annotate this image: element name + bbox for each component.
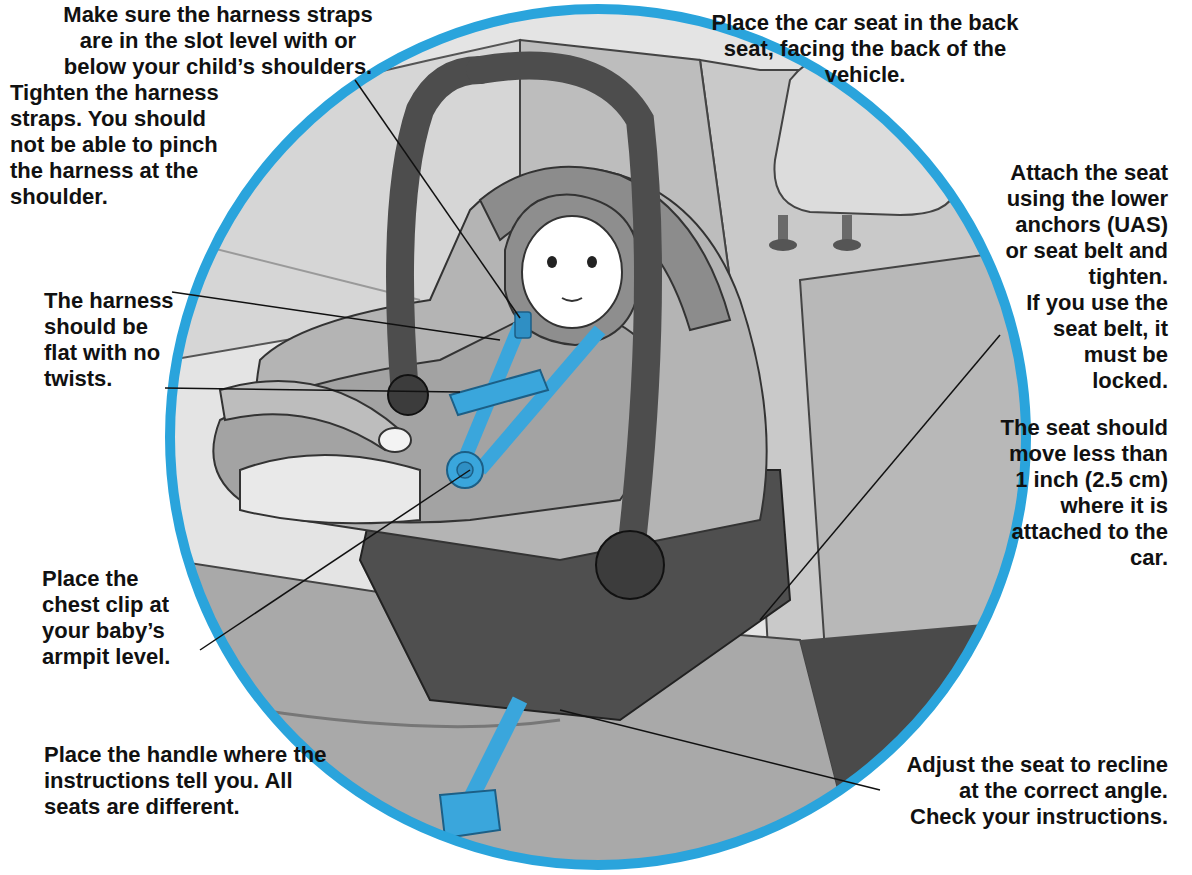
callout-text: Place the chest clip at your baby’s armp… <box>42 566 192 670</box>
handle-hub <box>388 375 428 415</box>
callout-text: The harness should be flat with no twist… <box>44 288 179 392</box>
leader-line <box>355 80 520 318</box>
callout-text: Attach the seat using the lower anchors … <box>1003 160 1168 290</box>
callout-text: Make sure the harness straps are in the … <box>48 2 388 80</box>
leader-line <box>560 710 880 790</box>
headrest-post-base <box>769 239 797 251</box>
callout-text: If you use the seat belt, it must be loc… <box>1018 290 1168 394</box>
harness-slot <box>515 312 531 338</box>
baby-face <box>522 216 622 328</box>
chest-clip <box>450 370 548 415</box>
baby-eye <box>587 256 597 268</box>
callout-text: Tighten the harness straps. You should n… <box>10 80 225 210</box>
leader-line <box>200 470 470 650</box>
leader-line <box>760 335 1000 620</box>
buckle-button <box>457 462 473 478</box>
baby-hood <box>505 195 640 345</box>
callout-text: Place the car seat in the back seat, fac… <box>700 10 1030 88</box>
leader-line <box>172 292 500 340</box>
baby-hand <box>379 428 411 452</box>
callout-text: Adjust the seat to recline at the correc… <box>903 752 1168 830</box>
carry-handle <box>400 70 480 395</box>
baby-eye <box>547 256 557 268</box>
baby-snowsuit <box>213 313 656 522</box>
vehicle-belt <box>470 700 520 800</box>
handle-hub <box>596 531 664 599</box>
baby-legs <box>240 455 420 523</box>
callout-text: Place the handle where the instructions … <box>44 742 334 820</box>
callout-text: The seat should move less than 1 inch (2… <box>993 415 1168 571</box>
headrest-post-base <box>833 239 861 251</box>
leader-line <box>165 388 460 392</box>
baby-mouth <box>562 298 582 301</box>
floor <box>800 620 1030 875</box>
frame-circle <box>170 9 1026 865</box>
carry-handle <box>480 66 648 560</box>
vehicle-belt-buckle <box>440 790 500 838</box>
